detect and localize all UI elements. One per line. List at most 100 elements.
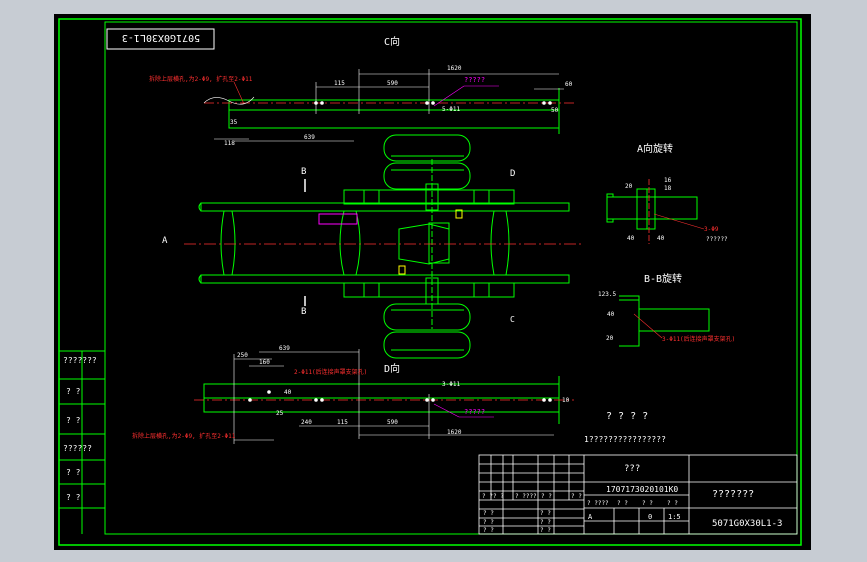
c-callout: ?????	[464, 76, 485, 84]
c-dim-115: 115	[334, 80, 345, 87]
title-code: 5071G0X30L1-3	[712, 519, 782, 529]
title-label2-2: ? ?	[540, 527, 551, 534]
view-d-label: D向	[384, 362, 400, 375]
title-small-1: ? ?	[493, 493, 504, 500]
frame-rails	[198, 202, 570, 284]
c-dim-1620: 1620	[447, 65, 462, 72]
left-strip	[59, 350, 105, 534]
c-dim-590: 590	[387, 80, 398, 87]
bb-dim-40: 40	[607, 311, 615, 318]
c-dim-35: 35	[230, 119, 238, 126]
title-scale: 1:5	[668, 513, 681, 521]
title-label2-0: ? ?	[540, 510, 551, 517]
title-stage: A	[588, 513, 593, 521]
d-view-beam	[203, 376, 560, 424]
title-mid-3: ? ?	[667, 500, 678, 507]
view-d-letter: D	[510, 169, 515, 179]
c-hole: 5-Φ11	[442, 106, 460, 113]
title-label-0: ? ?	[483, 510, 494, 517]
c-break	[203, 96, 255, 105]
outer-frame	[58, 18, 802, 546]
bb-red-note: 3-Φ11(后连接声罩支架孔)	[662, 335, 735, 343]
title-small-2: ? ????	[515, 493, 537, 500]
left-cell-5: ? ?	[66, 468, 81, 477]
d-holes	[248, 390, 552, 402]
code-top-mirrored: 5071G0X30L1-3	[122, 32, 200, 43]
title-label2-1: ? ?	[540, 519, 551, 526]
c-dim-60: 60	[565, 81, 573, 88]
a-dim-40b: 40	[657, 235, 665, 242]
a-hole-leader	[653, 213, 705, 230]
c-dim-639: 639	[304, 134, 315, 141]
title-small-4: ? ?	[571, 493, 582, 500]
d-red-note: 拆除上层横孔,为2-Φ9, 扩孔至2-Φ11	[132, 432, 236, 440]
title-mid-0: ? ????	[587, 500, 609, 507]
a-dim-16: 16	[664, 177, 672, 184]
d-callout-leader	[433, 403, 460, 418]
title-block	[478, 454, 798, 535]
d-callout: ?????	[464, 408, 485, 416]
left-cell-1: ???????	[63, 356, 97, 365]
left-cell-2: ? ?	[66, 387, 81, 396]
d-dim-639: 639	[279, 345, 290, 352]
title-weight: 0	[648, 513, 652, 521]
d-hole: 3-Φ11	[442, 381, 460, 388]
a-dim-18: 18	[664, 185, 672, 192]
section-b-bottom: B	[301, 307, 306, 317]
a-hole: 3-Φ9	[704, 226, 719, 233]
bb-dim-123: 123.5	[598, 291, 616, 298]
title-mid-2: ? ?	[642, 500, 653, 507]
d-dim-10: 10	[562, 397, 570, 404]
d-dim-240: 240	[301, 419, 312, 426]
magenta-bracket	[318, 213, 358, 225]
d-dim-250: 250	[237, 352, 248, 359]
c-dim-50: 50	[551, 107, 559, 114]
inner-frame	[104, 21, 798, 535]
title-label-2: ? ?	[483, 527, 494, 534]
view-a-letter: A	[162, 236, 168, 246]
bb-rot-part	[619, 295, 710, 347]
view-c-label: C向	[384, 35, 400, 48]
left-cell-4: ??????	[63, 444, 92, 453]
c-holes	[314, 101, 552, 105]
upper-wheels	[383, 134, 471, 190]
left-cell-3: ? ?	[66, 416, 81, 425]
left-cell-6: ? ?	[66, 493, 81, 502]
d-dim-40: 40	[284, 389, 292, 396]
notes-heading: ? ? ? ?	[606, 411, 648, 422]
d-dim-25: 25	[276, 410, 284, 417]
title-label-1: ? ?	[483, 519, 494, 526]
title-drawing-name: ???	[624, 464, 640, 474]
title-company: ???????	[712, 489, 754, 500]
c-dim-118: 118	[224, 140, 235, 147]
code-box-top	[106, 28, 215, 50]
d-dim-1620: 1620	[447, 429, 462, 436]
a-rot-extra: ??????	[706, 236, 728, 243]
crossmembers	[220, 210, 510, 276]
title-drawing-no: 1707173020101K0	[606, 485, 678, 494]
a-rot-part	[606, 188, 698, 230]
view-bb-rot-label: B-B旋转	[644, 272, 682, 285]
d-red-note-2: 2-Φ11(后连接声罩支架孔)	[294, 368, 367, 376]
notes-text: 1????????????????	[584, 435, 666, 444]
d-dim-590: 590	[387, 419, 398, 426]
section-b-top: B	[301, 167, 306, 177]
c-view-beam	[228, 88, 560, 134]
view-c-letter: C	[510, 315, 515, 324]
a-dim-20: 20	[625, 183, 633, 190]
view-a-rot-label: A向旋转	[637, 142, 673, 155]
c-red-note: 拆除上层横孔,为2-Φ9, 扩孔至2-Φ11	[149, 75, 253, 83]
d-dim-115: 115	[337, 419, 348, 426]
d-dim-160: 160	[259, 359, 270, 366]
yellow-parts	[398, 209, 463, 275]
a-dim-40: 40	[627, 235, 635, 242]
bb-red-leader	[633, 313, 663, 339]
title-mid-1: ? ?	[617, 500, 628, 507]
drawing-viewport[interactable]: 5071G0X30L1-3 ??????? ? ? ? ? ?????? ? ?…	[54, 14, 811, 550]
d-dimensions	[233, 349, 554, 444]
c-callout-leader	[433, 85, 465, 107]
cad-drawing: 5071G0X30L1-3 ??????? ? ? ? ? ?????? ? ?…	[58, 18, 802, 546]
c-dimensions	[214, 69, 564, 142]
bb-dim-20: 20	[606, 335, 614, 342]
